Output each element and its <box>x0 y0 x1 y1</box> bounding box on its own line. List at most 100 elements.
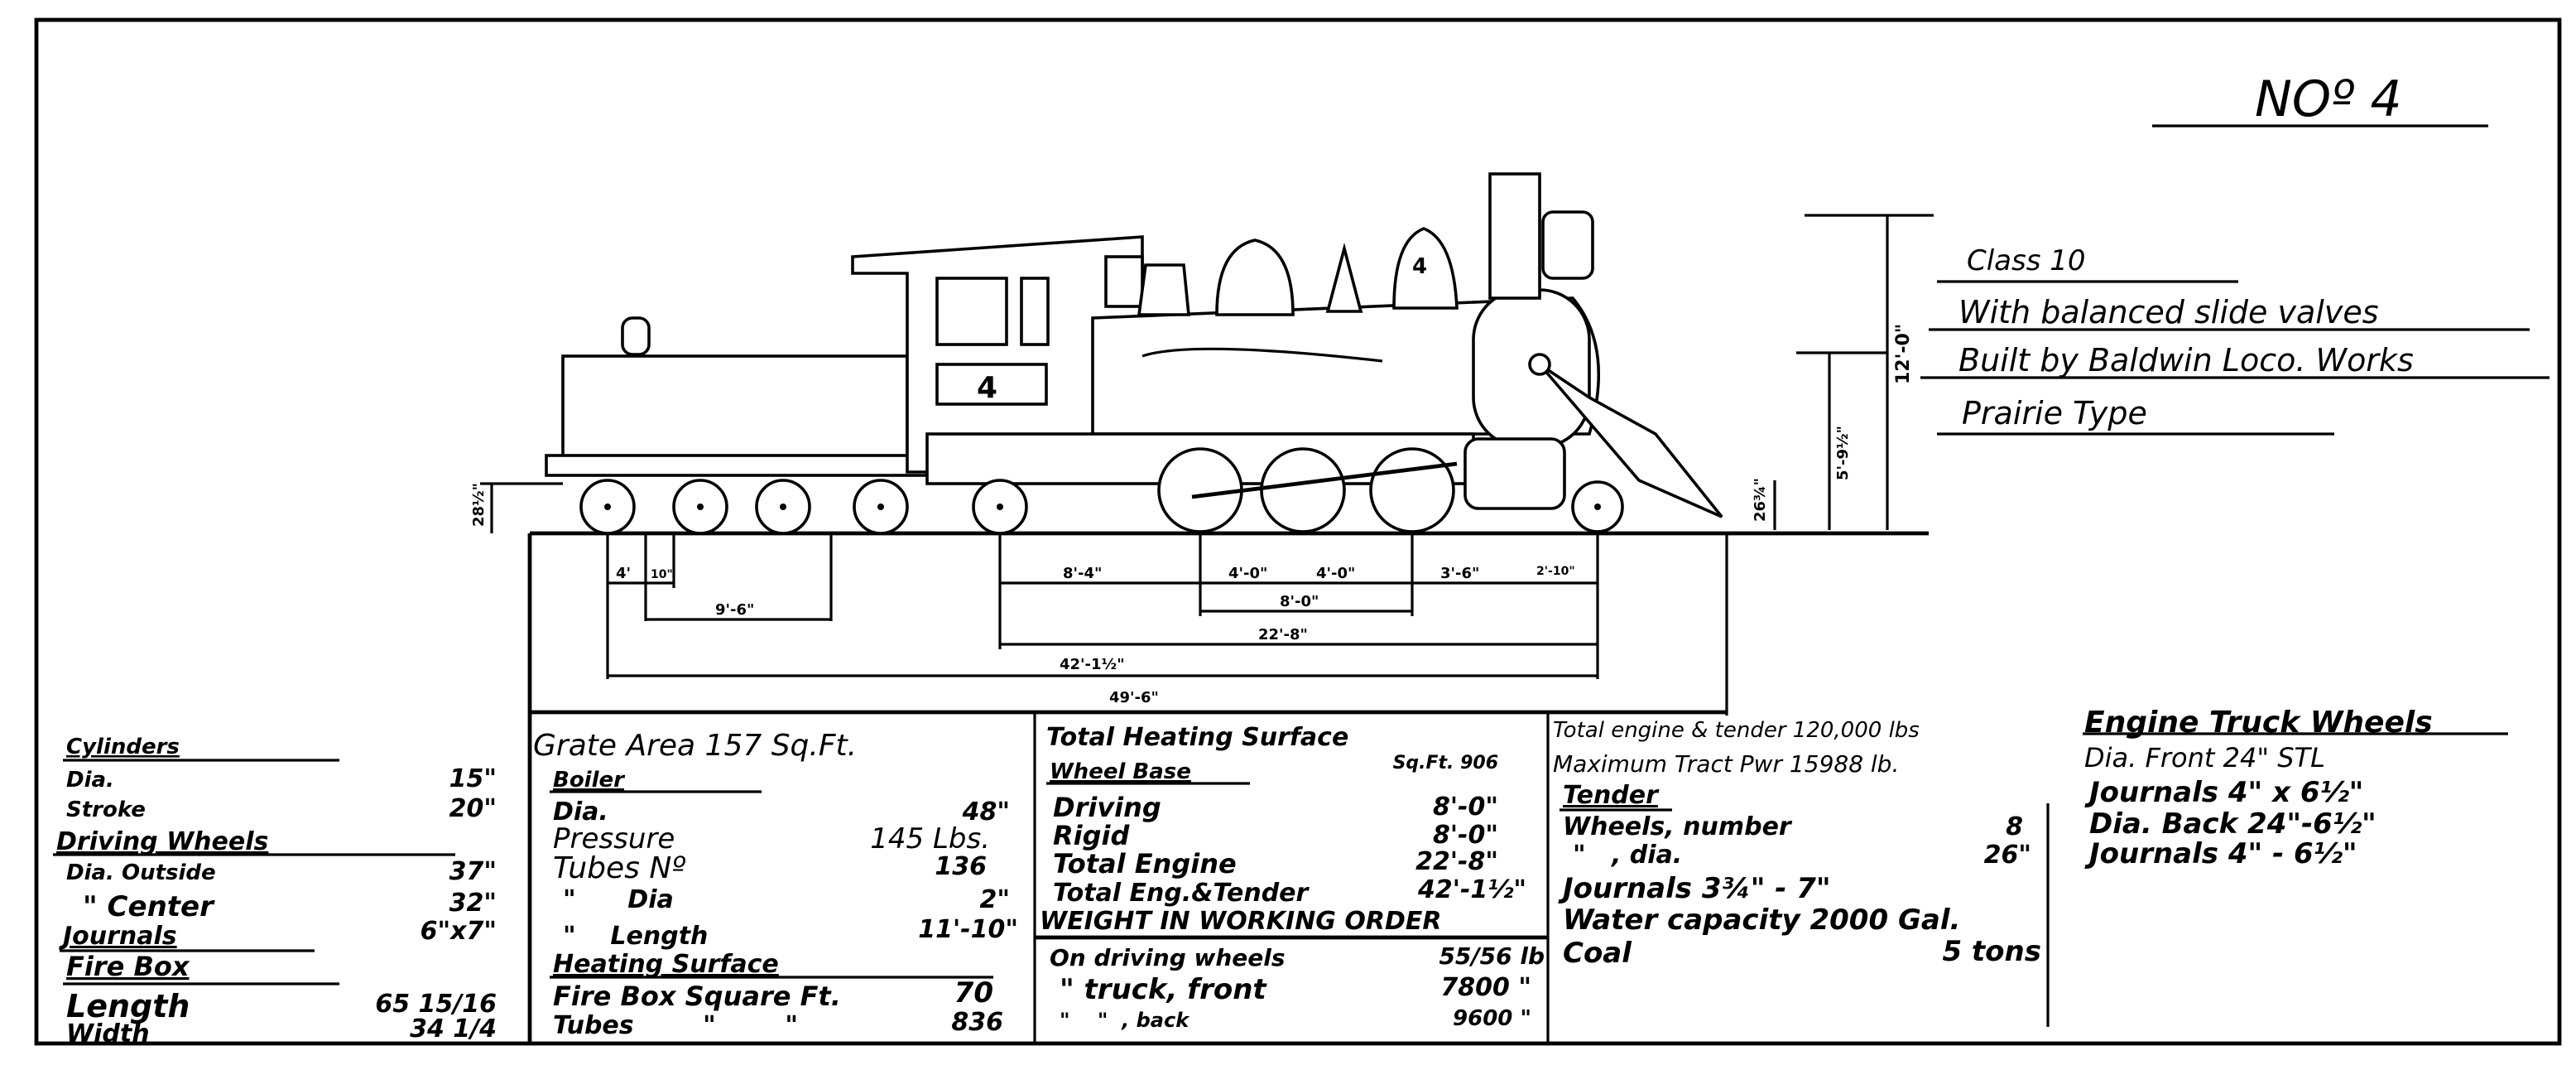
label-text: Length <box>66 988 190 1024</box>
drawing-stroke <box>1528 353 1551 376</box>
label-text: 20" <box>449 794 497 823</box>
sheet-border <box>34 17 2562 1046</box>
label-text: 65 15/16 <box>375 990 497 1019</box>
label-text: 37" <box>449 857 497 886</box>
label-text: " " , back <box>1060 1009 1190 1032</box>
label-text: " Dia <box>563 885 674 914</box>
locomotive-drawing: 4 4 <box>530 172 1929 536</box>
label-text: 15" <box>449 764 497 793</box>
dim-2: 4'-0" <box>1228 565 1267 582</box>
height-dimensions: 12'-0" 5'-9½" 26¾" 28½" <box>470 214 1934 533</box>
label-text: 145 Lbs. <box>870 822 990 855</box>
overall-height: 12'-0" <box>1893 324 1914 384</box>
steam-dome <box>1215 239 1295 316</box>
dim-eng-tender: 42'-1½" <box>1060 656 1125 673</box>
driving-wheels <box>1157 447 1458 533</box>
title-block: NOº 4 Class 10 With balanced slide valve… <box>1920 70 2550 436</box>
label-text: Cylinders <box>66 735 180 759</box>
cab-window-2 <box>1020 277 1050 346</box>
drawing-stroke <box>877 504 884 510</box>
label-text: 22'-8" <box>1415 847 1498 876</box>
drawing-stroke <box>1141 347 1383 363</box>
dim-overall: 49'-6" <box>1109 689 1159 706</box>
label-text: Journals 4" x 6½" <box>2084 776 2363 809</box>
boiler-column: Grate Area 157 Sq.Ft. Boiler Dia.48" Pre… <box>533 729 1018 1040</box>
label-text: Dia. <box>553 798 608 826</box>
label-text: Engine Truck Wheels <box>2084 706 2433 740</box>
cab-number-plate <box>935 363 1048 406</box>
dim-engine: 22'-8" <box>1258 626 1308 643</box>
front-dome <box>1392 227 1459 310</box>
label-text: 5 tons <box>1942 935 2041 968</box>
label-text: 2" <box>979 885 1010 914</box>
tender-body <box>561 354 909 460</box>
label-text: Boiler <box>553 768 626 793</box>
label-text: " Length <box>563 922 708 951</box>
driver <box>1369 447 1455 533</box>
label-text: 6"x7" <box>421 917 497 946</box>
label-text: WEIGHT IN WORKING ORDER <box>1040 907 1441 936</box>
label-text: Wheels, number <box>1563 812 1793 841</box>
smokestack <box>1488 172 1541 300</box>
engine-truck-column: Engine Truck Wheels Dia. Front 24" STL J… <box>2084 706 2433 870</box>
label-text: Maximum Tract Pwr 15988 lb. <box>1553 750 1899 778</box>
pilot-height: 26¾" <box>1752 478 1769 522</box>
spec-table: Cylinders Dia. 15" Stroke 20" Driving Whee… <box>53 533 2508 1048</box>
label-text: Sq.Ft. 906 <box>1393 753 1498 773</box>
pilot <box>1538 363 1723 518</box>
dim-tender-a: 4' <box>616 565 631 582</box>
label-text: Stroke <box>66 798 146 822</box>
bell <box>1325 242 1363 313</box>
label-text: Total Heating Surface <box>1046 723 1348 752</box>
label-text: Tubes Nº <box>553 851 685 885</box>
tender-brake-wheel <box>621 316 651 356</box>
dim-driving: 8'-0" <box>1280 593 1319 610</box>
label-text: Dia. Back 24"-6½" <box>2089 807 2377 841</box>
label-text: 8'-0" <box>1433 821 1498 850</box>
drawing-stroke <box>1594 504 1601 510</box>
label-text: 136 <box>935 852 987 881</box>
label-text: 836 <box>951 1008 1003 1037</box>
label-text: 8'-0" <box>1433 793 1498 822</box>
tender-height: 28½" <box>470 483 488 527</box>
driver <box>1260 447 1346 533</box>
dim-4: 3'-6" <box>1440 565 1479 582</box>
label-text: Wheel Base <box>1050 759 1191 784</box>
label-text: Water capacity 2000 Gal. <box>1563 904 1960 937</box>
length-dimensions: 4' 10" 9'-6" 8'-4" 4'-0" 4'-0" 3'-6" 2'-… <box>606 533 1728 716</box>
cab-number: 4 <box>977 371 997 405</box>
wheelbase-column: Total Heating Surface Sq.Ft. 906 Wheel B… <box>1040 723 1545 1032</box>
label-text: Driving <box>1053 792 1161 823</box>
cab <box>851 235 1144 474</box>
drawing-stroke <box>697 504 704 510</box>
boiler-height: 5'-9½" <box>1834 426 1852 480</box>
label-text: Total engine & tender 120,000 lbs <box>1553 718 1920 743</box>
cylinder <box>1463 437 1566 510</box>
builder-label: Built by Baldwin Loco. Works <box>1958 342 2414 378</box>
label-text: On driving wheels <box>1050 944 1286 971</box>
label-text: Total Eng.&Tender <box>1053 879 1310 908</box>
headlight <box>1541 210 1594 280</box>
dim-5: 2'-10" <box>1536 565 1575 578</box>
sand-dome <box>1137 263 1190 316</box>
label-text: 34 1/4 <box>410 1014 497 1043</box>
dim-tender-b: 10" <box>651 568 673 581</box>
label-text: 32" <box>449 889 497 918</box>
dim-3: 4'-0" <box>1316 565 1355 582</box>
label-text: Journals 3¾" - 7" <box>1558 872 1831 905</box>
label-text: Pressure <box>553 822 675 855</box>
label-text: Dia. Front 24" STL <box>2084 742 2325 773</box>
label-text: " Center <box>83 890 215 923</box>
dim-tender-c: 9'-6" <box>715 601 754 619</box>
label-text: Dia. <box>66 768 114 793</box>
label-text: 26" <box>1984 841 2031 870</box>
drawing-stroke <box>997 504 1003 510</box>
tender-wheels <box>579 479 909 535</box>
label-text: 8 <box>2006 812 2023 841</box>
label-text: Width <box>66 1019 150 1048</box>
label-text: Rigid <box>1053 820 1130 851</box>
valves-label: With balanced slide valves <box>1958 294 2379 330</box>
label-text: 9600 " <box>1453 1006 1531 1031</box>
